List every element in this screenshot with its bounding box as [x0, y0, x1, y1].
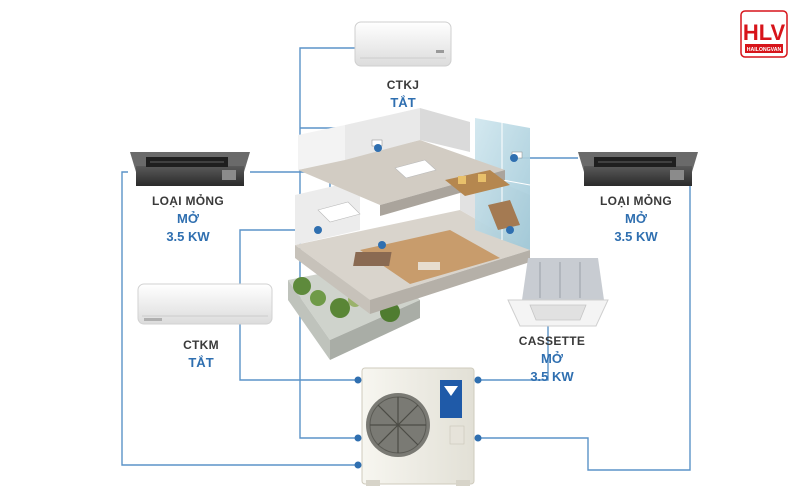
unit-name: LOẠI MỎNG — [151, 194, 225, 208]
label-duct-left: LOẠI MỎNG MỞ 3.5 KW — [142, 192, 234, 246]
brand-logo: HLV HAILONGVAN — [740, 10, 788, 58]
connection-dots — [314, 144, 518, 469]
line-duct-left — [121, 171, 358, 466]
dot — [354, 376, 362, 384]
label-ctkm: CTKM TẮT — [176, 336, 226, 372]
unit-name: LOẠI MỎNG — [599, 194, 673, 208]
unit-state: TẮT — [390, 95, 416, 110]
unit-name: CTKJ — [386, 78, 420, 92]
unit-state: MỞ — [625, 211, 647, 226]
line-duct-right-down — [478, 172, 691, 471]
wall-unit-icon — [137, 283, 273, 325]
dot — [474, 376, 482, 384]
unit-power: 3.5 KW — [166, 229, 210, 244]
dot — [354, 461, 362, 469]
unit-power: 3.5 KW — [530, 369, 574, 384]
logo-tagline: HAILONGVAN — [747, 47, 782, 53]
unit-power: 3.5 KW — [614, 229, 658, 244]
dot — [374, 144, 382, 152]
label-cassette: CASSETTE MỞ 3.5 KW — [512, 332, 592, 386]
line-cassette — [478, 320, 549, 381]
dot — [474, 434, 482, 442]
house-cutaway-icon — [288, 108, 531, 360]
cassette-unit-icon — [507, 258, 609, 327]
unit-name: CTKM — [183, 338, 219, 352]
unit-state: MỞ — [177, 211, 199, 226]
dot — [314, 226, 322, 234]
dot — [506, 226, 514, 234]
ducted-unit-icon — [578, 152, 698, 186]
line-ctkm-out — [239, 312, 358, 381]
unit-state: MỞ — [541, 351, 563, 366]
unit-state: TẮT — [188, 355, 214, 370]
ducted-unit-icon — [130, 152, 250, 186]
unit-name: CASSETTE — [518, 334, 586, 348]
line-ctkm — [239, 229, 318, 300]
logo-letters: HLV — [743, 20, 786, 45]
dot — [378, 241, 386, 249]
dot — [354, 434, 362, 442]
wall-unit-icon — [354, 21, 452, 67]
label-ctkj: CTKJ TẮT — [378, 76, 428, 112]
outdoor-condenser-icon — [361, 367, 475, 486]
label-duct-right: LOẠI MỎNG MỞ 3.5 KW — [590, 192, 682, 246]
dot — [510, 154, 518, 162]
